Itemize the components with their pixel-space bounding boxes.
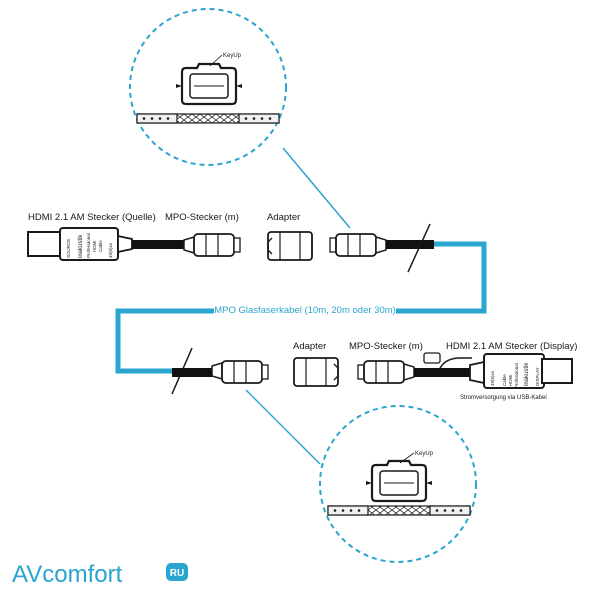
mpo-plug-top	[183, 233, 241, 257]
hdmi-source-label: HDMI 2.1 AM Stecker (Quelle)	[28, 212, 156, 223]
detail-circle-top: KeyUp	[129, 8, 351, 229]
plug-brand-bottom: inakustik	[524, 362, 530, 386]
mpo-face-icon	[176, 54, 242, 106]
fiber-ribbon-top	[136, 113, 280, 124]
mpo-plug-top-right	[329, 233, 387, 257]
logo-badge	[166, 563, 188, 581]
plug-line2-bottom: HDMI	[508, 375, 513, 387]
detail-circle-bottom: KeyUp	[245, 389, 477, 563]
power-label: Stromversorgung via USB-Kabel	[460, 395, 547, 401]
keyup-label-bottom: KeyUp	[415, 451, 434, 457]
fiber-cable-top	[386, 240, 434, 249]
plug-brand-top: inakustik	[78, 234, 84, 258]
plug-side-top: SOURCE	[66, 239, 71, 258]
fiber-ribbon-bottom	[327, 505, 471, 516]
logo-badge-text: RU	[170, 568, 184, 579]
plug-line3-bottom: Cable	[502, 374, 507, 386]
usb-power-cable	[423, 352, 472, 369]
plug-line3-top: Cable	[98, 240, 103, 252]
mpo-face-icon	[366, 452, 432, 503]
mpo-plug-label-top: MPO-Stecker (m)	[165, 212, 239, 223]
mpo-plug-bottom-left	[211, 360, 269, 384]
plug-line1-bottom: Professional	[514, 363, 519, 388]
keyup-label-top: KeyUp	[223, 53, 242, 59]
hdmi-display-plug: 49(6)xx Cable HDMI Professional inakusti…	[469, 353, 573, 389]
cable-segment	[132, 240, 184, 249]
fiber-label: MPO Glasfaserkabel (10m, 20m oder 30m)	[214, 305, 396, 316]
avcomfort-logo: AVcomfort RU	[12, 561, 188, 588]
cable-break-top	[407, 223, 431, 273]
callout-line-top	[282, 147, 351, 229]
plug-small-bottom: 49(6)xx	[490, 370, 495, 386]
cable-segment-bottom	[414, 368, 470, 377]
mpo-plug-label-bottom: MPO-Stecker (m)	[349, 341, 423, 352]
plug-side-bottom: DISPLAY	[535, 367, 540, 386]
logo-text: AVcomfort	[12, 561, 123, 588]
hdmi-source-plug: SOURCE inakustik Professional HDMI Cable…	[27, 227, 133, 261]
adapter-label-top: Adapter	[267, 212, 300, 223]
adapter-label-bottom: Adapter	[293, 341, 326, 352]
callout-line-bottom	[245, 389, 321, 465]
plug-line1-top: Professional	[86, 233, 91, 258]
plug-line2-top: HDMI	[92, 241, 97, 253]
mpo-plug-bottom	[357, 360, 415, 384]
fiber-cable-bottom	[172, 368, 212, 377]
adapter-top	[267, 231, 313, 261]
plug-small-top: 49(6)xx	[108, 242, 113, 258]
adapter-bottom	[293, 357, 339, 387]
fiber-label-bg	[214, 302, 396, 316]
hdmi-display-label: HDMI 2.1 AM Stecker (Display)	[446, 341, 577, 352]
